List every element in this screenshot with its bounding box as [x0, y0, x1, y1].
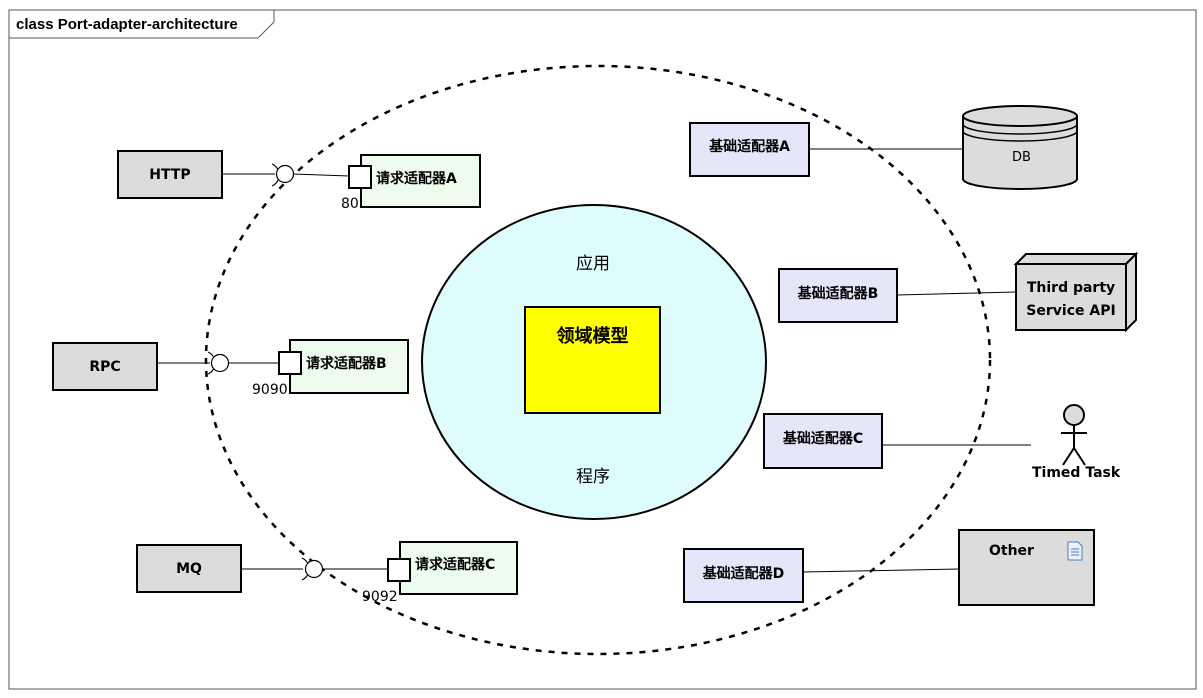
third-party-node	[1013, 251, 1139, 333]
other-label: Other	[989, 543, 1034, 559]
port-9092-label: 9092	[362, 589, 398, 605]
frame-title-tab	[8, 9, 275, 39]
third-party-label-line1: Third party	[1026, 280, 1116, 296]
third-party-label-line2: Service API	[1026, 303, 1116, 319]
http-client-box	[117, 150, 223, 199]
mq-lollipop	[304, 559, 324, 579]
domain-model-label: 领域模型	[556, 326, 629, 347]
port-80-label: 80	[341, 196, 359, 212]
port-80-square	[348, 165, 372, 189]
rpc-lollipop	[210, 353, 230, 373]
client-rpc-label: RPC	[89, 358, 121, 375]
client-mq-label: MQ	[176, 560, 202, 577]
infra-adapter-d-box	[683, 548, 804, 603]
app-label-top: 应用	[576, 254, 610, 274]
diagram-frame	[8, 9, 1197, 690]
request-adapter-c-label: 请求适配器C	[415, 557, 496, 573]
app-label-bottom: 程序	[576, 467, 610, 487]
rpc-client-box	[52, 342, 158, 391]
document-icon	[1067, 541, 1083, 561]
port-9090-square	[278, 351, 302, 375]
http-port-line	[292, 173, 350, 177]
actor-icon	[1061, 404, 1087, 466]
frame-title: class Port-adapter-architecture	[16, 16, 238, 33]
request-adapter-a-label: 请求适配器A	[376, 171, 457, 187]
other-box	[958, 529, 1095, 606]
timed-task-label: Timed Task	[1032, 465, 1121, 481]
http-lollipop	[275, 164, 295, 184]
request-adapter-b-box	[289, 339, 409, 394]
db-cylinder	[962, 105, 1078, 190]
port-9092-square	[387, 558, 411, 582]
infra-adapter-c-box	[763, 413, 883, 469]
infra-adapter-b-label: 基础适配器B	[797, 286, 879, 302]
request-adapter-b-label: 请求适配器B	[306, 356, 387, 372]
infra-adapter-c-label: 基础适配器C	[782, 431, 864, 447]
infra-b-line	[896, 291, 1017, 296]
domain-model-box	[524, 306, 661, 414]
adapter-boundary	[204, 64, 992, 656]
db-label: DB	[1012, 150, 1031, 165]
infra-adapter-a-label: 基础适配器A	[709, 138, 790, 155]
infra-adapter-b-box	[778, 268, 898, 323]
client-http-label: HTTP	[149, 166, 191, 183]
port-9090-label: 9090	[252, 382, 288, 398]
infra-adapter-d-label: 基础适配器D	[702, 566, 785, 582]
infra-d-line	[802, 568, 960, 573]
